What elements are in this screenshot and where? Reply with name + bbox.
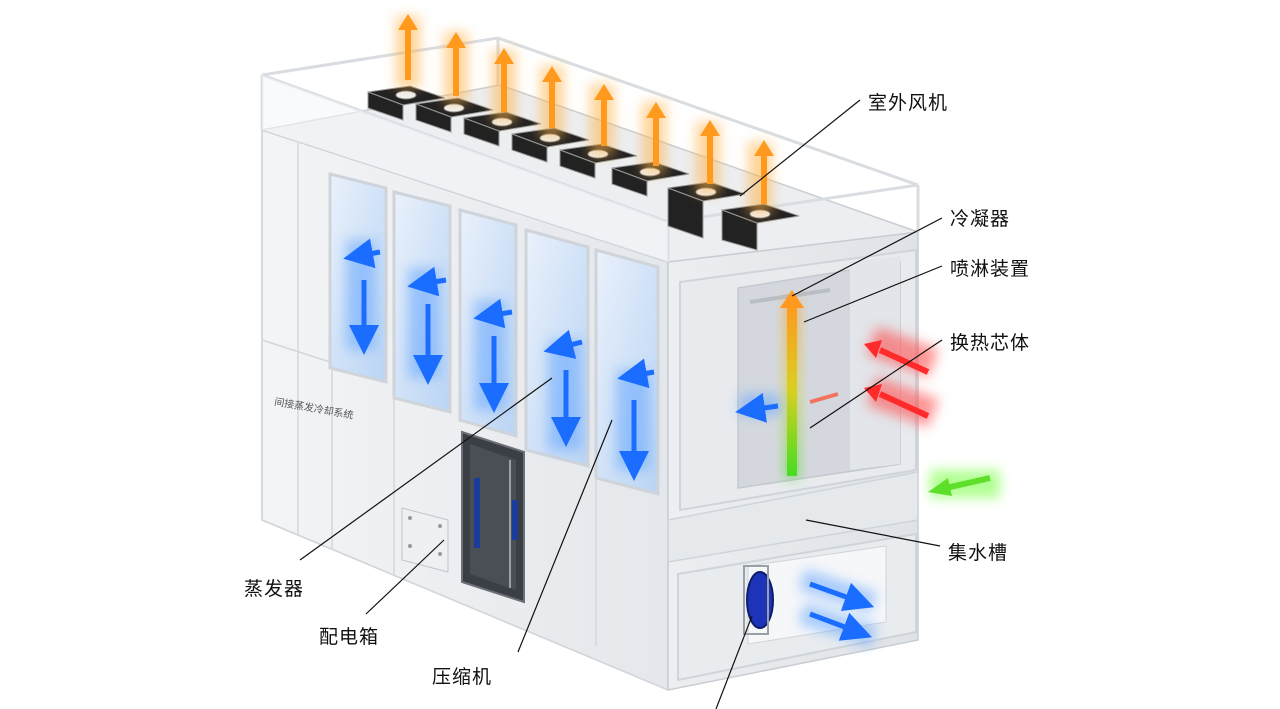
label-evaporator: 蒸发器 bbox=[244, 578, 305, 600]
cold-air-arrows bbox=[343, 238, 655, 481]
water-collector-band bbox=[667, 471, 919, 563]
supply-fan-compartment bbox=[677, 532, 917, 682]
label-compressor: 压缩机 bbox=[432, 666, 493, 688]
label-outdoor-fan: 室外风机 bbox=[868, 92, 949, 114]
label-distribution-box: 配电箱 bbox=[319, 626, 380, 648]
callout-lines bbox=[299, 99, 943, 709]
label-heat-exchange-core: 换热芯体 bbox=[950, 332, 1031, 354]
label-condenser: 冷凝器 bbox=[950, 208, 1011, 230]
compressor-bay bbox=[461, 430, 525, 604]
internal-cold-arrow bbox=[735, 393, 780, 423]
exhaust-airflow bbox=[396, 14, 774, 214]
distribution-box bbox=[401, 507, 449, 573]
label-water-collector: 集水槽 bbox=[948, 542, 1009, 564]
panel-seams bbox=[261, 142, 669, 691]
outdoor-air-arrow bbox=[928, 470, 1000, 498]
label-spray-device: 喷淋装置 bbox=[950, 258, 1031, 280]
condenser-airflow bbox=[780, 290, 804, 478]
